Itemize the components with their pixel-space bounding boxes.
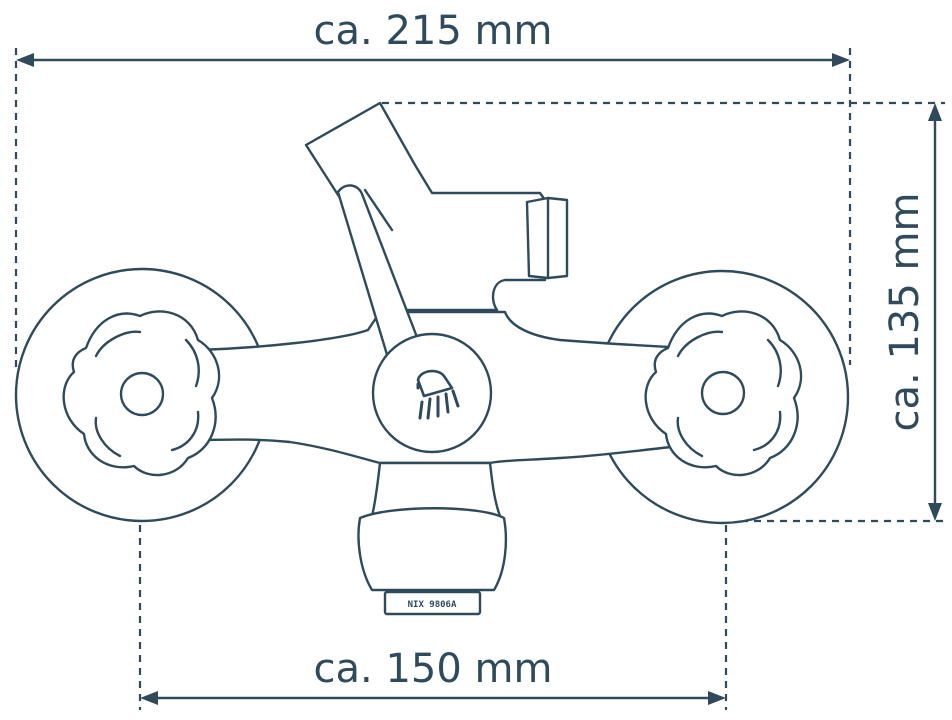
aerator-tip — [383, 590, 482, 616]
center-distance-label: ca. 150 mm — [314, 646, 553, 692]
nozzle-marking: NIX 9806A — [408, 600, 457, 610]
height-label: ca. 135 mm — [882, 193, 928, 432]
faucet-body: NIX 9806A — [14, 101, 850, 616]
right-handle — [644, 310, 803, 477]
right-handle-cap — [700, 370, 746, 416]
height-dimension: ca. 135 mm — [382, 101, 945, 523]
shower-head-icon — [416, 369, 460, 420]
left-handle — [62, 310, 221, 477]
total-width-dimension: ca. 215 mm — [14, 8, 852, 370]
center-distance-dimension: ca. 150 mm — [138, 525, 728, 710]
diverter-housing — [304, 101, 547, 312]
diverter-lever — [336, 184, 422, 360]
aerator-housing — [357, 507, 508, 592]
total-width-label: ca. 215 mm — [314, 8, 553, 54]
left-handle-cap — [119, 371, 165, 417]
